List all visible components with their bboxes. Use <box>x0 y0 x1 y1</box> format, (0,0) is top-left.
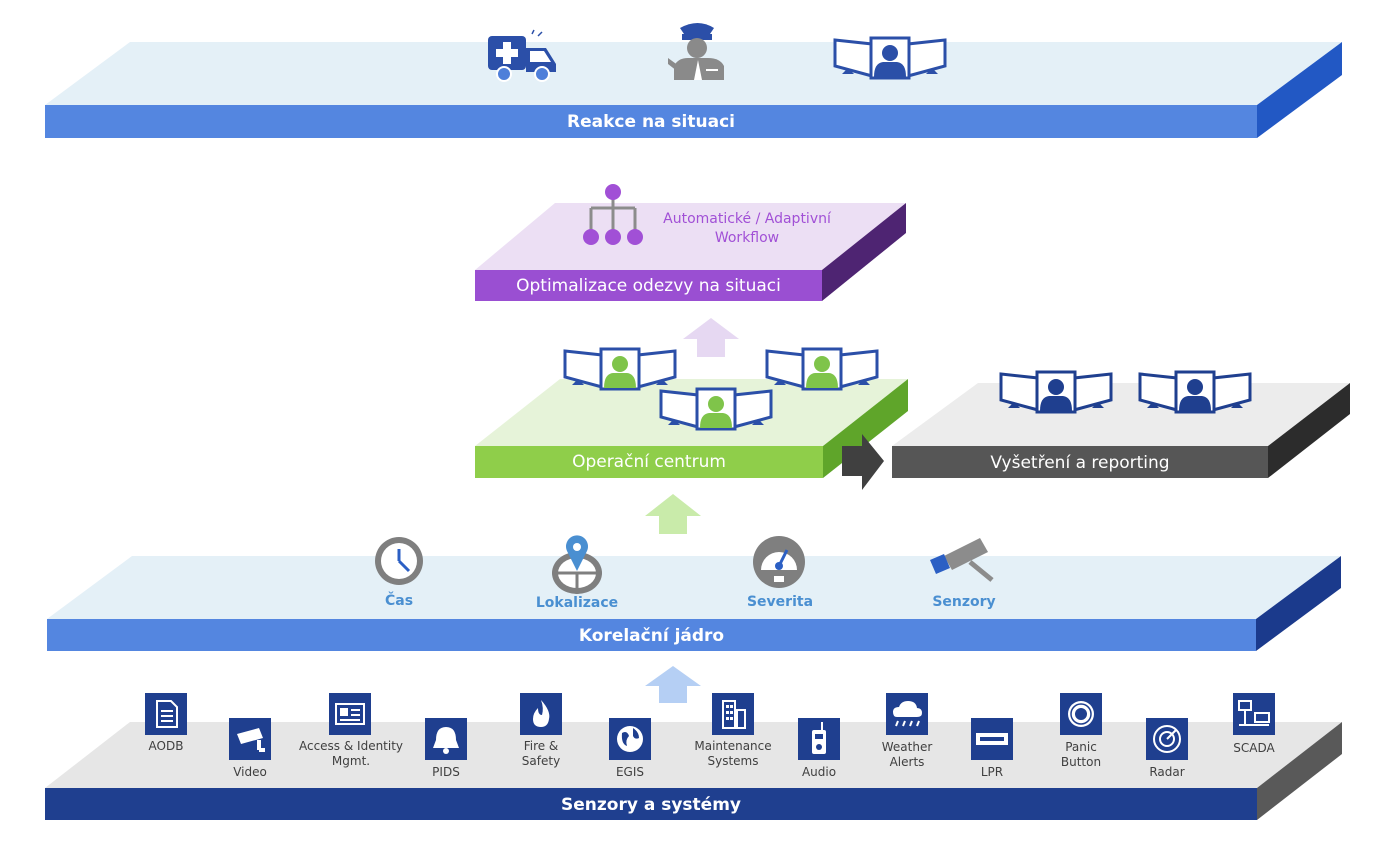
network-computers-icon <box>1233 693 1275 735</box>
radio-icon <box>798 718 840 760</box>
investigation-layer-bar <box>892 446 1268 478</box>
camera-icon <box>930 538 994 582</box>
optimization-layer-bar <box>475 270 822 301</box>
cloud-rain-icon <box>886 693 928 735</box>
location-pin-icon <box>552 535 602 594</box>
operations-layer-bar <box>475 446 823 478</box>
optimization-layer <box>475 203 906 301</box>
globe-icon <box>609 718 651 760</box>
flame-icon <box>520 693 562 735</box>
sensor-label-video: Video <box>233 765 267 779</box>
optimization-layer-side <box>822 203 906 301</box>
right-arrow <box>842 434 884 490</box>
up-arrow-purple <box>683 318 739 357</box>
operator-workstation-icon <box>765 347 879 391</box>
police-officer-icon <box>668 23 724 80</box>
operator-workstation-icon <box>1138 370 1252 414</box>
operations-layer-title: Operační centrum <box>572 452 726 472</box>
sensors-layer-title: Senzory a systémy <box>561 795 741 815</box>
lifebuoy-icon <box>1060 693 1102 735</box>
core-layer-top <box>47 556 1341 619</box>
workflow-hierarchy-icon <box>583 184 643 245</box>
optimization-layer-top <box>475 203 906 270</box>
document-icon <box>145 693 187 735</box>
operator-workstation-icon <box>833 36 947 80</box>
gauge-icon <box>753 536 805 588</box>
sensor-label-lpr: LPR <box>980 765 1004 779</box>
investigation-layer-title: Vyšetření a reporting <box>990 453 1170 473</box>
radar-icon <box>1146 718 1188 760</box>
up-arrow-blue <box>645 666 701 703</box>
operator-workstation-icon <box>659 387 773 431</box>
sensor-label-maintenance: Maintenance Systems <box>694 739 772 768</box>
core-layer-bar <box>47 619 1256 651</box>
sensor-label-access: Access & Identity Mgmt. <box>298 739 404 768</box>
license-plate-icon <box>971 718 1013 760</box>
core-item-sensors: Senzory <box>932 594 996 610</box>
core-layer-side <box>1256 556 1341 651</box>
sensors-layer <box>45 722 1342 820</box>
core-item-location: Lokalizace <box>535 595 619 611</box>
sensor-label-radar: Radar <box>1149 765 1185 779</box>
building-icon <box>712 693 754 735</box>
sensor-label-panic: Panic Button <box>1060 740 1102 769</box>
ambulance-icon <box>488 29 556 82</box>
sensor-label-fire: Fire & Safety <box>521 739 561 768</box>
sensors-layer-bar <box>45 788 1257 820</box>
response-layer-title: Reakce na situaci <box>567 112 735 132</box>
sensor-label-egis: EGIS <box>615 765 645 779</box>
sensors-layer-top <box>45 722 1342 788</box>
investigation-layer-side <box>1268 383 1350 478</box>
response-layer-bar <box>45 105 1257 138</box>
up-arrow-green <box>645 494 701 534</box>
optimization-layer-title: Optimalizace odezvy na situaci <box>516 276 781 296</box>
operator-workstation-icon <box>563 347 677 391</box>
sensor-label-aodb: AODB <box>148 739 184 753</box>
operator-workstation-icon <box>999 370 1113 414</box>
sensor-label-pids: PIDS <box>432 765 460 779</box>
sensor-label-weather: Weather Alerts <box>881 740 933 769</box>
core-layer-title: Korelační jádro <box>578 626 725 646</box>
workflow-label: Automatické / Adaptivní Workflow <box>663 211 831 246</box>
id-card-icon <box>329 693 371 735</box>
response-layer-side <box>1257 42 1342 138</box>
cctv-camera-icon <box>229 718 271 760</box>
clock-icon <box>375 537 423 585</box>
sensor-label-scada: SCADA <box>1233 741 1275 755</box>
core-item-time: Čas <box>384 593 414 609</box>
bell-icon <box>425 718 467 760</box>
core-layer <box>47 556 1341 651</box>
core-item-severity: Severita <box>746 594 814 610</box>
sensor-label-audio: Audio <box>801 765 837 779</box>
sensors-layer-side <box>1257 722 1342 820</box>
